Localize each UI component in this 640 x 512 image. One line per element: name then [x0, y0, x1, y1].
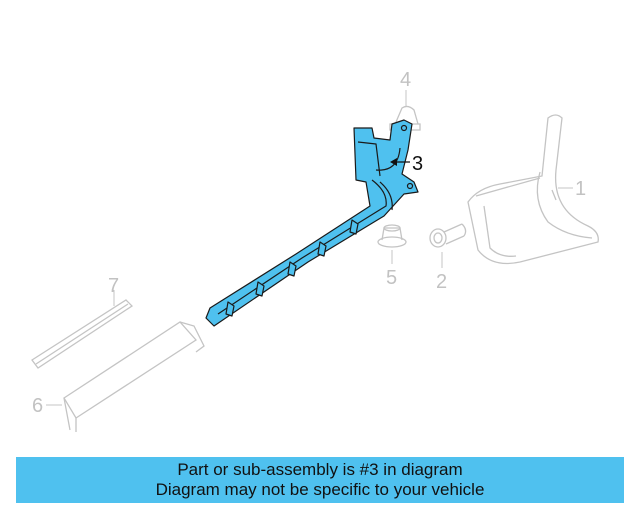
- part-2-bolt: [429, 223, 467, 248]
- part-5-clip: [377, 224, 407, 248]
- caption-line-2: Diagram may not be specific to your vehi…: [155, 480, 485, 499]
- caption-bar: Part or sub-assembly is #3 in diagram Di…: [16, 457, 624, 503]
- callout-5: 5: [386, 267, 397, 289]
- callout-4: 4: [400, 69, 411, 91]
- callout-7: 7: [108, 275, 119, 297]
- callout-6: 6: [32, 395, 43, 417]
- part-6-rocker: [63, 321, 205, 432]
- caption-line-1: Part or sub-assembly is #3 in diagram: [177, 460, 463, 479]
- part-7-strip: [31, 299, 134, 369]
- callout-3: 3: [412, 153, 423, 175]
- leader-3-arrow: [390, 158, 397, 166]
- part-3-scuff-plate: [205, 119, 419, 327]
- callout-1: 1: [575, 178, 586, 200]
- part-1-panel: [467, 114, 599, 265]
- callout-2: 2: [436, 271, 447, 293]
